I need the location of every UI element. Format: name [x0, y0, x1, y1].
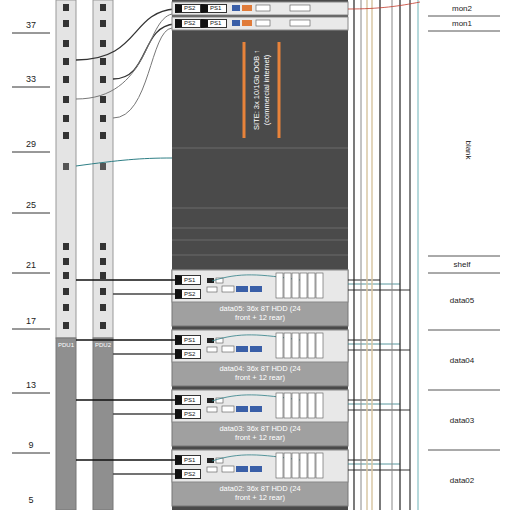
power-supply-box: PS2 [175, 409, 201, 419]
psu-label: PS1 [208, 20, 221, 27]
slot-label: mon2 [452, 4, 472, 13]
slot-label: mon1 [452, 19, 472, 28]
rack-unit-number: 37 [26, 20, 36, 30]
server-label: data04: 36x 8T HDD (24 front + 12 rear) [212, 365, 308, 382]
power-supply-box: PS2 [175, 289, 201, 299]
rack-unit-number: 17 [26, 316, 36, 326]
power-cable [113, 353, 175, 354]
power-supply-box: PS2 [175, 469, 201, 479]
power-cable [76, 279, 175, 280]
psu-label: PS2 [182, 411, 195, 418]
slot-label: data03 [450, 416, 474, 425]
power-supply-box: PS2 [175, 19, 201, 28]
rack-unit-number: 5 [28, 495, 33, 505]
psu-label: PS2 [182, 471, 195, 478]
rack-unit-number: 29 [26, 139, 36, 149]
rack-unit-number: 33 [26, 74, 36, 84]
psu-label: PS2 [182, 351, 195, 358]
power-supply-box: PS1 [175, 335, 201, 345]
power-supply-box: PS1 [175, 275, 201, 285]
server-label: data05: 36x 8T HDD (24 front + 12 rear) [212, 305, 308, 322]
pdu-strip: PDU2 [93, 0, 113, 510]
rack-unit-number: 25 [26, 200, 36, 210]
power-supply-box: PS2 [175, 4, 201, 13]
psu-label: PS1 [208, 5, 221, 12]
server-label: data03: 36x 8T HDD (24 front + 12 rear) [212, 425, 308, 442]
power-supply-box: PS1 [201, 4, 227, 13]
psu-label: PS2 [182, 291, 195, 298]
power-cable [113, 293, 175, 294]
rack-unit-number: 21 [26, 260, 36, 270]
oob-note: (commercial internet) [262, 55, 271, 125]
psu-label: PS2 [182, 20, 195, 27]
server-chassis: data05: 36x 8T HDD (24 front + 12 rear) P… [172, 270, 348, 326]
rack-unit-number: 13 [26, 380, 36, 390]
slot-label: data05 [450, 296, 474, 305]
power-supply-box: PS1 [175, 395, 201, 405]
server-chassis: data02: 36x 8T HDD (24 front + 12 rear) P… [172, 450, 348, 506]
oob-note: SITE: 3x 10/1Gb OOB ↑ [252, 50, 261, 130]
server-chassis: data03: 36x 8T HDD (24 front + 12 rear) P… [172, 390, 348, 446]
power-cable [76, 339, 175, 340]
psu-label: PS1 [182, 457, 195, 464]
psu-label: PS1 [182, 397, 195, 404]
slot-label: data02 [450, 476, 474, 485]
server-label: data02: 36x 8T HDD (24 front + 12 rear) [212, 485, 308, 502]
pdu-label: PDU2 [93, 342, 113, 349]
power-cable [113, 473, 175, 474]
psu-label: PS2 [182, 5, 195, 12]
power-supply-box: PS1 [175, 455, 201, 465]
rack-unit-number: 9 [28, 440, 33, 450]
slot-label: shelf [454, 260, 471, 269]
power-cable [76, 399, 175, 400]
slot-label: blank [464, 140, 473, 159]
server-chassis: data04: 36x 8T HDD (24 front + 12 rear) P… [172, 330, 348, 386]
psu-label: PS1 [182, 337, 195, 344]
pdu-strip: PDU1 [56, 0, 76, 510]
power-cable [76, 459, 175, 460]
power-cable [113, 413, 175, 414]
power-supply-box: PS1 [201, 19, 227, 28]
psu-label: PS1 [182, 277, 195, 284]
pdu-label: PDU1 [56, 342, 76, 349]
power-supply-box: PS2 [175, 349, 201, 359]
slot-label: data04 [450, 356, 474, 365]
